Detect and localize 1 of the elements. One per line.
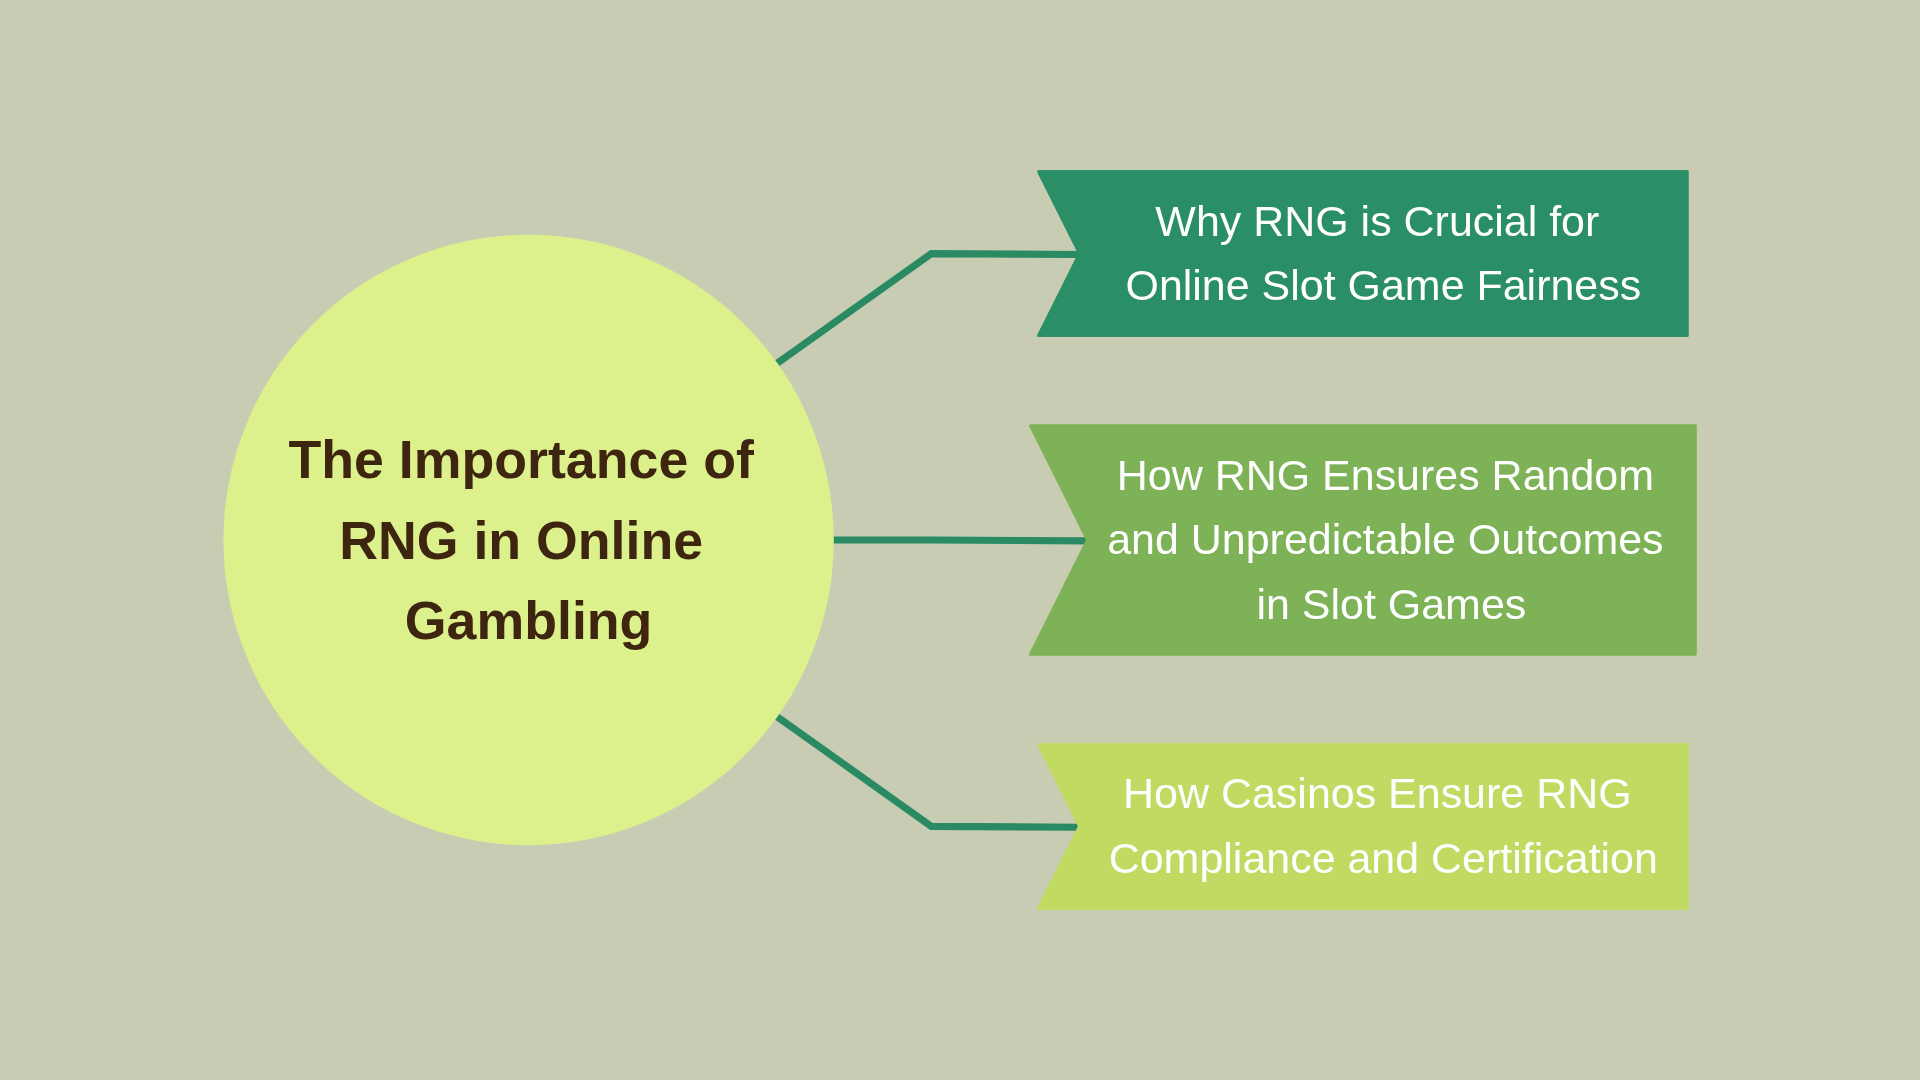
node-circle: The Importance of RNG in Online Gambling bbox=[223, 234, 834, 846]
